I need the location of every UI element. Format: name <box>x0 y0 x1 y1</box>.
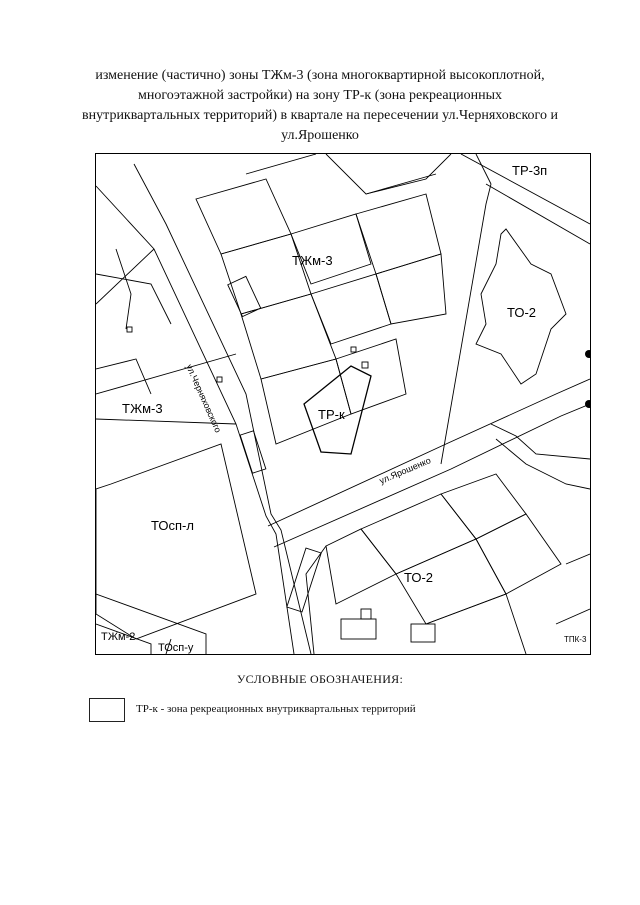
lot-to2-4 <box>475 513 562 595</box>
title-line-1: изменение (частично) зоны ТЖм-3 (зона мн… <box>95 68 545 83</box>
street-label-chernyakhovskogo: ул.Черняховского <box>184 363 223 434</box>
building-to2-small-1 <box>340 618 377 640</box>
zone-boundary-diagonal <box>440 183 492 465</box>
zone-label-tosp-l: ТОсп-л <box>151 518 194 533</box>
lot-to2-right <box>565 553 590 565</box>
building-block-7 <box>335 338 407 415</box>
lot-boundary-left-5 <box>96 358 152 395</box>
building-to2-small-3 <box>410 623 436 643</box>
title-line-3: внутриквартальных территорий) в квартале… <box>82 108 558 123</box>
marker-3 <box>216 376 223 383</box>
lot-tr3p <box>475 154 492 185</box>
boundary-point-1 <box>585 350 590 358</box>
zoning-map: ТР-3п ТЖм-3 ТО-2 ТЖм-3 ТР-к ТОсп-л ТО-2 … <box>95 153 591 655</box>
boundary-point-2 <box>585 400 590 408</box>
lot-to2-7 <box>425 593 527 654</box>
lot-bottom-left-2 <box>96 623 152 654</box>
lot-to2-3 <box>440 473 527 540</box>
marker-4 <box>350 346 357 353</box>
lot-to2-5 <box>360 493 477 575</box>
zone-label-to-2-right: ТО-2 <box>507 305 536 320</box>
street-chernyakhovskogo-edge-left <box>96 185 295 654</box>
lot-boundary-left-3 <box>96 273 172 325</box>
zone-boundary-left <box>96 418 237 425</box>
building-block-9 <box>375 253 447 325</box>
building-block-2 <box>220 233 312 315</box>
street-yaroshenko-edge-top <box>267 378 590 527</box>
lot-boundary-left-1 <box>96 353 237 395</box>
legend-title: УСЛОВНЫЕ ОБОЗНАЧЕНИЯ: <box>236 672 404 686</box>
title-line-2: многоэтажной застройки) на зону ТР-к (зо… <box>137 88 503 103</box>
street-chernyakhovskogo-edge-right <box>133 163 312 654</box>
road-top-right-1 <box>460 154 590 225</box>
marker-1 <box>361 361 369 369</box>
zone-label-tzhm-3-left: ТЖм-3 <box>122 401 163 416</box>
building-block-1 <box>195 178 292 255</box>
lot-to2-1 <box>490 423 590 460</box>
zone-label-tzhm-3-top: ТЖм-3 <box>292 253 333 268</box>
building-to2-top <box>475 228 567 385</box>
building-to2-long <box>286 547 322 613</box>
zone-label-tzhm-2: ТЖм-2 <box>101 631 135 643</box>
lot-to2-right-2 <box>555 608 590 625</box>
lot-to2-2 <box>495 438 590 490</box>
title-line-4: ул.Ярошенко <box>281 128 359 143</box>
legend-item-label: ТР-к - зона рекреационных внутрикварталь… <box>136 703 416 715</box>
lot-boundary-left-4 <box>115 248 132 330</box>
street-intersection-edge <box>305 545 327 654</box>
lot-bottom-left-3 <box>165 638 172 654</box>
building-block-4 <box>260 358 352 445</box>
building-block-top-2 <box>365 154 452 195</box>
document-title: изменение (частично) зоны ТЖм-3 (зона мн… <box>70 66 570 146</box>
zone-label-tr-k: ТР-к <box>318 407 345 422</box>
zone-label-tpk: ТПК-3 <box>564 635 587 644</box>
zone-label-to-2-bottom: ТО-2 <box>404 570 433 585</box>
map-canvas: ТР-3п ТЖм-3 ТО-2 ТЖм-3 ТР-к ТОсп-л ТО-2 … <box>96 154 590 654</box>
street-yaroshenko-edge-bottom <box>273 403 590 548</box>
lot-bottom-left-1 <box>96 593 207 654</box>
building-small-1 <box>227 275 262 318</box>
building-to2-small-2 <box>360 608 372 620</box>
zone-label-tr-3p: ТР-3п <box>512 163 547 178</box>
zone-label-tosp-u: ТОсп-у <box>158 642 194 654</box>
lot-to2-8 <box>325 528 397 605</box>
road-top-right-2 <box>485 183 590 245</box>
building-block-3 <box>240 293 337 380</box>
legend-swatch <box>89 698 125 722</box>
building-block-8 <box>355 193 442 275</box>
building-block-5 <box>290 213 372 285</box>
zone-tosp-l-outline <box>96 443 257 640</box>
building-small-2 <box>239 430 267 474</box>
zone-tr-k-outline <box>303 365 372 455</box>
building-block-top <box>245 154 437 195</box>
marker-2 <box>126 326 133 333</box>
